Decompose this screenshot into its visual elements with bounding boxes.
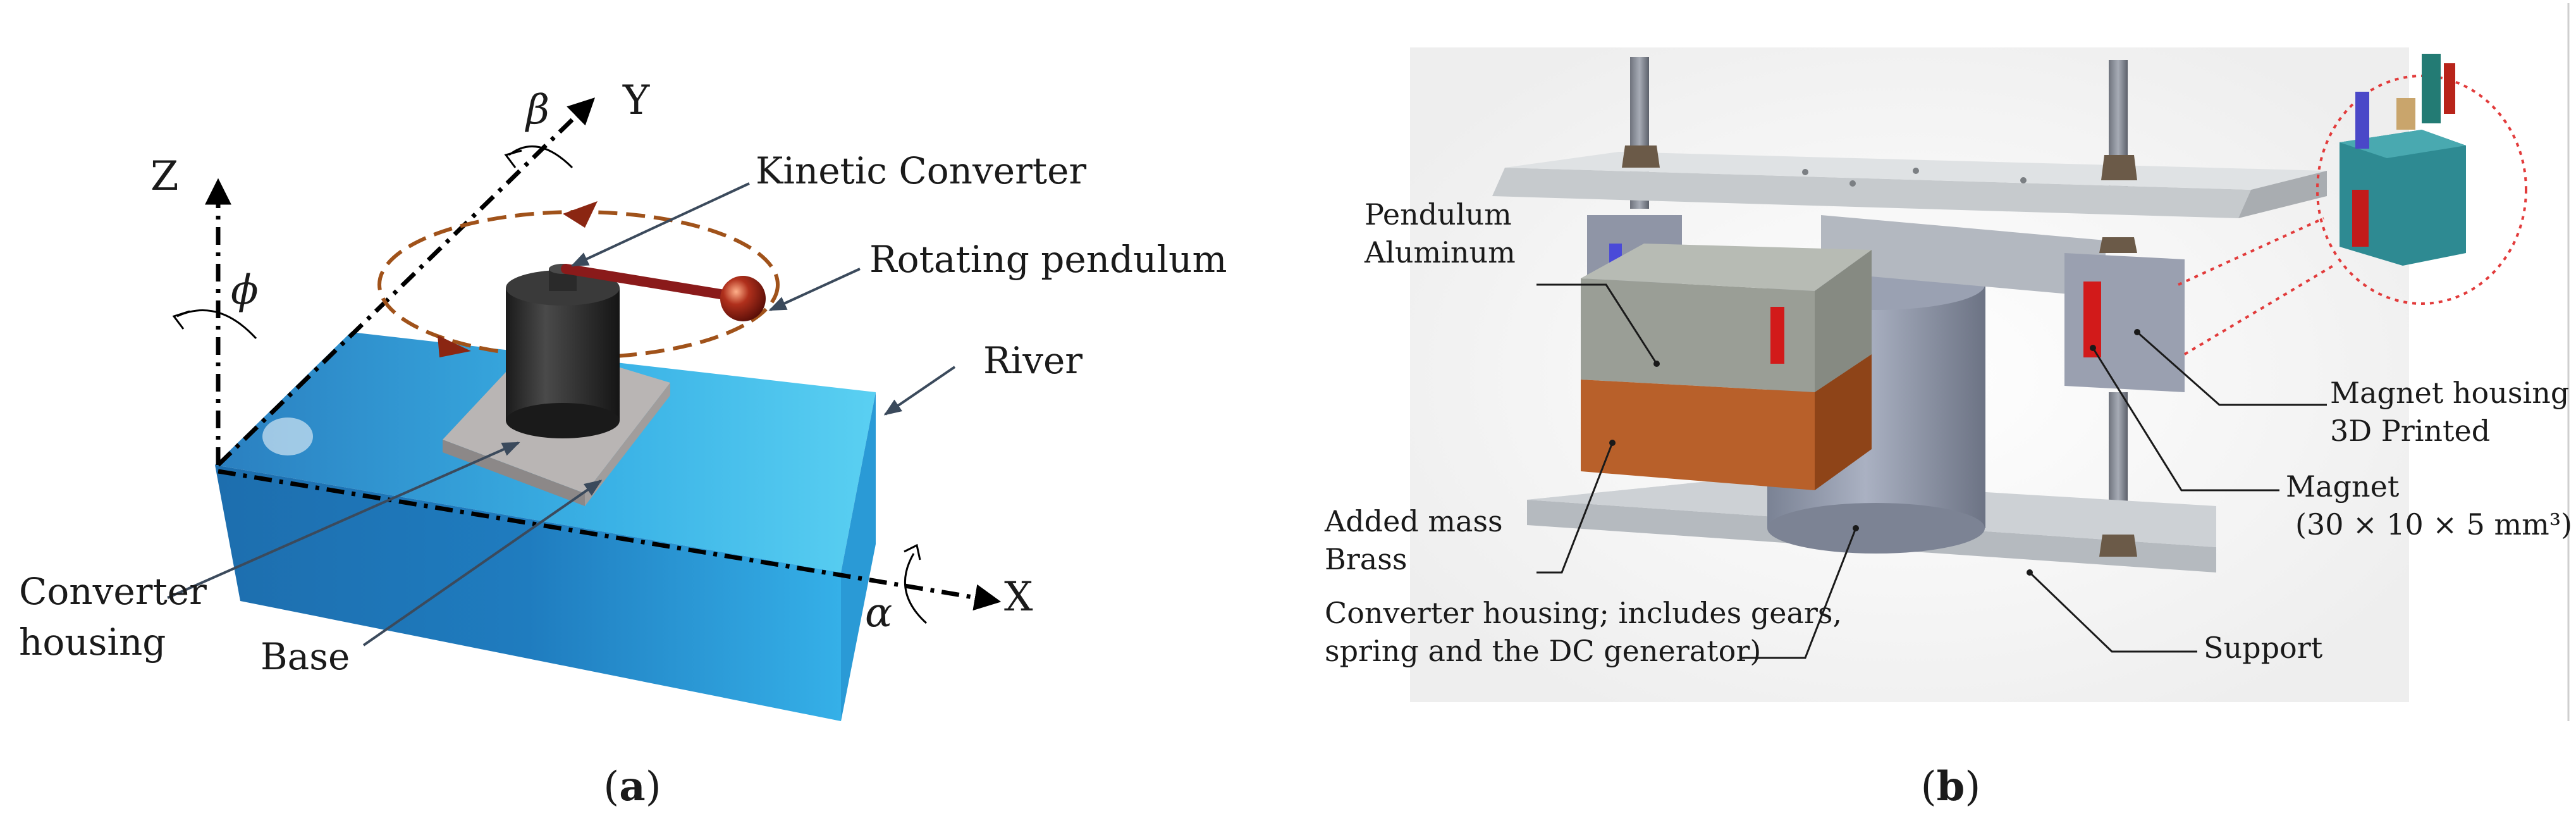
leader-pendulum: [1536, 283, 1658, 364]
pendulum-rod: [561, 264, 745, 302]
label-converter-housing-b-line2: spring and the DC generator): [1325, 634, 1761, 668]
leader-base: [362, 480, 603, 647]
x-axis: [218, 469, 1002, 611]
base-plate-edge: [443, 440, 585, 506]
panel-b: Pendulum Aluminum Added mass Brass Conve…: [1324, 3, 2572, 810]
plate-hole-2: [1849, 180, 1856, 187]
plate-hole-3: [1913, 168, 1919, 174]
label-pendulum-line1: Pendulum: [1365, 197, 1512, 232]
plate-hole-4: [2020, 177, 2027, 183]
beta-label: β: [525, 87, 549, 133]
label-converter-housing-line1: Converter: [19, 570, 207, 613]
leader-support: [2028, 571, 2197, 653]
alpha-label: α: [865, 590, 892, 636]
added-mass-brass: [1581, 380, 1815, 490]
leader-rotating-pendulum: [768, 268, 861, 311]
nut-right-mid: [2099, 237, 2137, 253]
y-axis: [216, 97, 596, 467]
beta-arrowhead-icon: [504, 149, 522, 168]
label-river: River: [983, 339, 1083, 382]
plate-hole-1: [1802, 169, 1808, 175]
river-front-face: [215, 465, 841, 721]
label-support: Support: [2204, 631, 2323, 665]
label-kinetic-converter: Kinetic Converter: [756, 149, 1086, 192]
pendulum-aluminum-side: [1815, 250, 1872, 392]
caption-a: (a): [603, 763, 661, 810]
zoom-line-top: [2178, 217, 2324, 286]
label-pendulum-line2: Aluminum: [1364, 235, 1516, 269]
zoom-line-bottom: [2183, 264, 2334, 356]
pendulum-aluminum-top: [1581, 244, 1872, 291]
river-side-face: [841, 392, 876, 721]
label-base: Base: [261, 635, 350, 678]
pendulum-arm: [1821, 215, 2106, 297]
alpha-arrowhead-icon: [904, 543, 921, 560]
panel-a: Z Y X ϕ β α Kinetic Converter Rotating p…: [19, 77, 1227, 810]
label-added-mass-line1: Added mass: [1324, 504, 1503, 538]
label-magnet-line1: Magnet: [2286, 469, 2400, 504]
label-magnet-housing-line1: Magnet housing: [2330, 376, 2569, 410]
pendulum-ball: [720, 276, 766, 321]
leader-converter-dot: [1853, 525, 1859, 531]
leader-converter-housing-b: [1742, 528, 1857, 659]
phi-label: ϕ: [231, 267, 259, 314]
magnet-housing-right: [2064, 253, 2185, 392]
nut-left-top: [1622, 145, 1660, 168]
orbit-arrow-bottom-icon: [438, 335, 471, 357]
magnet-pendulum: [1770, 307, 1784, 364]
nut-right-bottom: [2099, 535, 2137, 557]
converter-housing-3d: [506, 264, 620, 438]
alpha-rotation-arc: [904, 553, 928, 624]
orbit-arrow-top-icon: [563, 201, 598, 228]
leader-kinetic-converter: [570, 182, 750, 267]
magnet-right: [2083, 282, 2101, 357]
leader-pendulum-dot: [1653, 361, 1660, 367]
label-added-mass-line2: Brass: [1325, 542, 1407, 576]
leader-river: [883, 366, 956, 416]
label-magnet-housing-line2: 3D Printed: [2330, 414, 2490, 448]
caption-b: (b): [1921, 763, 1981, 810]
beta-rotation-arc: [508, 145, 573, 169]
added-mass-brass-side: [1815, 354, 1872, 490]
base-plate-side: [585, 383, 670, 506]
phi-arrowhead-icon: [172, 310, 190, 330]
leader-magnet-dot: [2090, 345, 2096, 351]
leader-added-mass: [1536, 442, 1614, 574]
nut-right-top: [2101, 155, 2137, 180]
top-plate-side: [2238, 171, 2327, 218]
top-plate-front: [1492, 168, 2251, 218]
z-axis-label: Z: [150, 153, 178, 200]
label-rotating-pendulum: Rotating pendulum: [869, 238, 1227, 281]
leader-magnet-housing-dot: [2134, 329, 2140, 335]
y-axis-label: Y: [622, 77, 650, 124]
pendulum-aluminum: [1581, 278, 1815, 392]
label-converter-housing-b-line1: Converter housing; includes gears,: [1325, 596, 1842, 630]
river-highlight: [262, 418, 313, 455]
leader-converter-housing: [167, 442, 520, 599]
leader-magnet-housing: [2137, 331, 2327, 406]
leader-added-mass-dot: [1609, 440, 1616, 446]
x-axis-label: X: [1004, 574, 1033, 621]
label-magnet-line2: (30 × 10 × 5 mm³): [2295, 507, 2572, 541]
label-converter-housing-line2: housing: [19, 621, 166, 664]
zoom-detail-housing: [2340, 54, 2466, 266]
leader-magnet: [2092, 347, 2279, 492]
leader-support-dot: [2027, 569, 2033, 576]
